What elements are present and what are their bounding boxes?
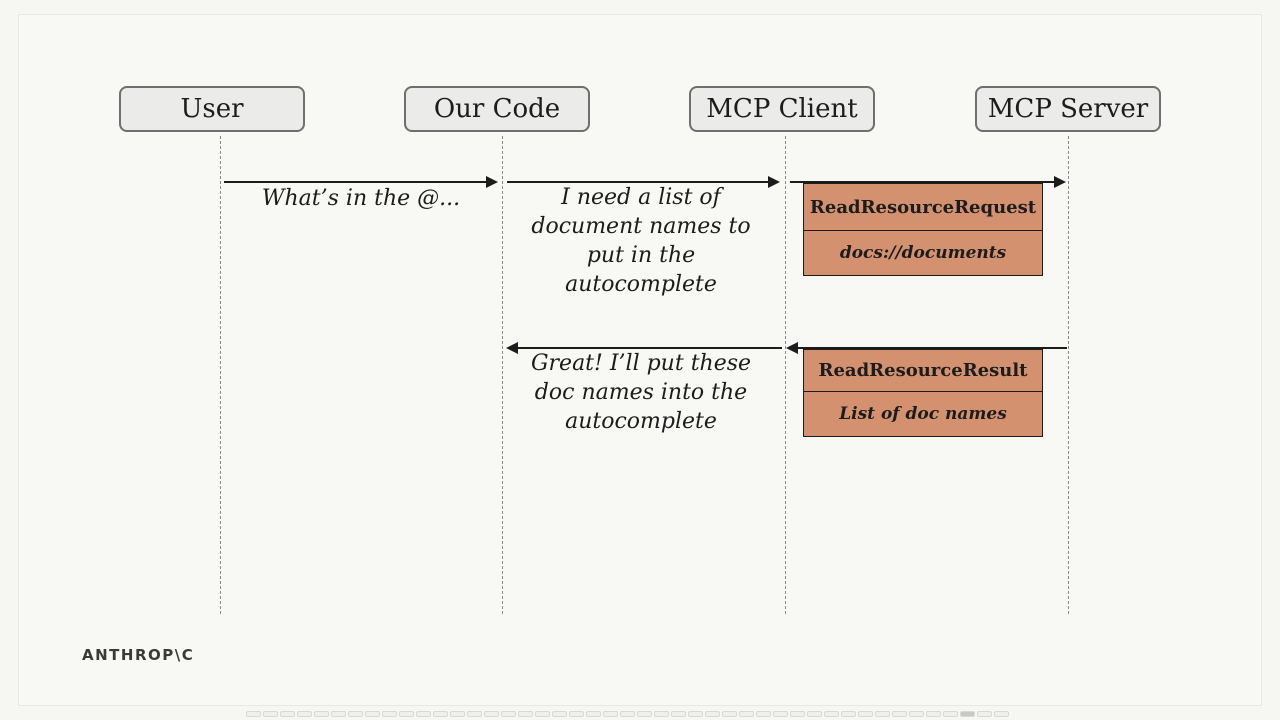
- pager-dot-active[interactable]: [960, 711, 975, 717]
- anthropic-logo: ANTHROP\C: [82, 646, 195, 664]
- pager-dot[interactable]: [688, 711, 703, 717]
- pager-dot[interactable]: [603, 711, 618, 717]
- pager-dot[interactable]: [348, 711, 363, 717]
- pager-dot[interactable]: [926, 711, 941, 717]
- arrow-server-to-client: [786, 342, 1067, 354]
- pager-dot[interactable]: [841, 711, 856, 717]
- read-resource-result-box: ReadResourceResult List of doc names: [803, 349, 1043, 437]
- lifeline-mcp-server: [1068, 136, 1069, 614]
- pager-dot[interactable]: [654, 711, 669, 717]
- pager-dot[interactable]: [382, 711, 397, 717]
- actor-our-code: Our Code: [404, 86, 590, 132]
- pager-dot[interactable]: [331, 711, 346, 717]
- pager-dot[interactable]: [433, 711, 448, 717]
- pager-dot[interactable]: [943, 711, 958, 717]
- pager-dot[interactable]: [790, 711, 805, 717]
- arrow-code-to-client: [507, 176, 780, 188]
- actor-user: User: [119, 86, 305, 132]
- pager-dot[interactable]: [450, 711, 465, 717]
- pager-dot[interactable]: [739, 711, 754, 717]
- pager-dot[interactable]: [909, 711, 924, 717]
- pager-dot[interactable]: [824, 711, 839, 717]
- read-resource-request-title: ReadResourceRequest: [804, 184, 1042, 231]
- message-code-to-client: I need a list of document names to put i…: [531, 185, 751, 297]
- pager-dot[interactable]: [722, 711, 737, 717]
- pager-dot[interactable]: [518, 711, 533, 717]
- pager-dot[interactable]: [467, 711, 482, 717]
- pager-dot[interactable]: [552, 711, 567, 717]
- pager-dot[interactable]: [586, 711, 601, 717]
- lifeline-user: [220, 136, 221, 614]
- pager-dot[interactable]: [263, 711, 278, 717]
- read-resource-result-body: List of doc names: [839, 404, 1007, 424]
- pager-dot[interactable]: [773, 711, 788, 717]
- message-user-to-code: What’s in the @...: [261, 186, 461, 211]
- read-resource-result-title: ReadResourceResult: [804, 350, 1042, 392]
- pager-dot[interactable]: [501, 711, 516, 717]
- arrow-user-to-code: [224, 176, 498, 188]
- pager-dot[interactable]: [892, 711, 907, 717]
- pager-dot[interactable]: [705, 711, 720, 717]
- pager-dot[interactable]: [399, 711, 414, 717]
- pager-dot[interactable]: [977, 711, 992, 717]
- pager-dot[interactable]: [365, 711, 380, 717]
- pager-dot[interactable]: [807, 711, 822, 717]
- arrow-client-to-code: [506, 342, 782, 354]
- pager-dot[interactable]: [994, 711, 1009, 717]
- pager-dot[interactable]: [297, 711, 312, 717]
- pager-dot[interactable]: [637, 711, 652, 717]
- arrow-client-to-server: [790, 176, 1066, 188]
- pager-dot[interactable]: [756, 711, 771, 717]
- pager-dot[interactable]: [671, 711, 686, 717]
- message-client-to-code: Great! I’ll put these doc names into the…: [530, 351, 752, 434]
- pager-dot[interactable]: [858, 711, 873, 717]
- pager-dot[interactable]: [484, 711, 499, 717]
- lifeline-mcp-client: [785, 136, 786, 614]
- actor-mcp-client: MCP Client: [689, 86, 875, 132]
- pager-dot[interactable]: [535, 711, 550, 717]
- read-resource-request-box: ReadResourceRequest docs://documents: [803, 183, 1043, 276]
- read-resource-request-uri: docs://documents: [839, 243, 1007, 263]
- lifeline-our-code: [502, 136, 503, 614]
- actor-mcp-server: MCP Server: [975, 86, 1161, 132]
- pager-dot[interactable]: [875, 711, 890, 717]
- pager-dot[interactable]: [280, 711, 295, 717]
- pager-dot[interactable]: [314, 711, 329, 717]
- pager-dot[interactable]: [620, 711, 635, 717]
- pager-dot[interactable]: [246, 711, 261, 717]
- pager-dot[interactable]: [416, 711, 431, 717]
- pager-dot[interactable]: [569, 711, 584, 717]
- slide-pager: [246, 711, 1009, 718]
